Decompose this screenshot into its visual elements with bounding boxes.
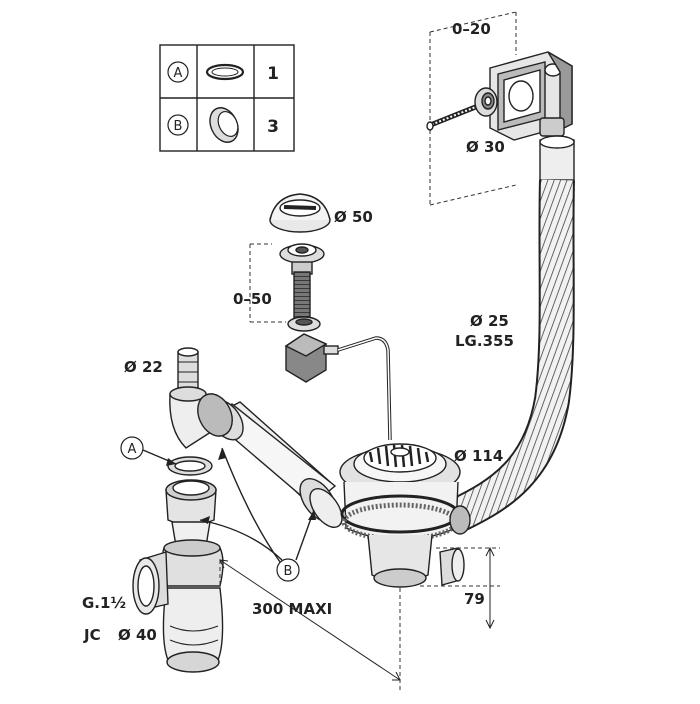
legend-b-circle	[167, 114, 189, 136]
rod-range-label: 0–50	[233, 290, 272, 308]
strainer-body	[339, 443, 471, 588]
overflow-screw	[426, 87, 498, 131]
overflow-plate	[489, 51, 573, 141]
trap-dia-label: Ø 40	[118, 626, 157, 644]
inlet-dia-label: Ø 22	[124, 358, 163, 376]
max-length-label: 300 MAXI	[252, 600, 332, 618]
callout-b: B	[199, 447, 316, 582]
conical-seal-icon	[209, 107, 239, 143]
hose-length-label: LG.355	[455, 332, 514, 350]
bottle-trap	[132, 456, 224, 673]
pop-up-rod: 0–50	[233, 243, 325, 332]
max-length-dimension	[219, 559, 401, 681]
overflow-range-label: 0–20	[452, 20, 491, 38]
thread-label: G.1½	[82, 594, 126, 612]
legend-a-circle	[167, 61, 189, 83]
inlet-spigot	[169, 347, 233, 449]
overflow-assembly: 0–20 Ø 30	[426, 11, 573, 206]
callout-a-letter: A	[128, 442, 137, 457]
corrugated-hose: Ø 25 LG.355	[450, 135, 575, 532]
legend-b-letter: B	[174, 119, 183, 134]
height-label: 79	[464, 590, 485, 608]
legend-a-qty: 1	[267, 64, 279, 84]
cable-actuator	[284, 333, 392, 441]
cap-dia-label: Ø 50	[334, 208, 373, 226]
legend-a-letter: A	[174, 66, 183, 81]
strainer-basket	[363, 443, 437, 473]
joint-label: JC	[83, 626, 101, 644]
callout-b-letter: B	[284, 564, 293, 579]
legend-b-qty: 3	[267, 117, 279, 137]
overflow-dia-label: Ø 30	[466, 138, 505, 156]
strainer-knob	[269, 193, 331, 233]
strainer-dia-label: Ø 114	[454, 447, 503, 465]
height-dimension	[399, 546, 500, 690]
hose-dia-label: Ø 25	[470, 312, 509, 330]
callout-a: A	[120, 436, 177, 466]
parts-legend-table: A 1 B 3	[159, 44, 295, 152]
